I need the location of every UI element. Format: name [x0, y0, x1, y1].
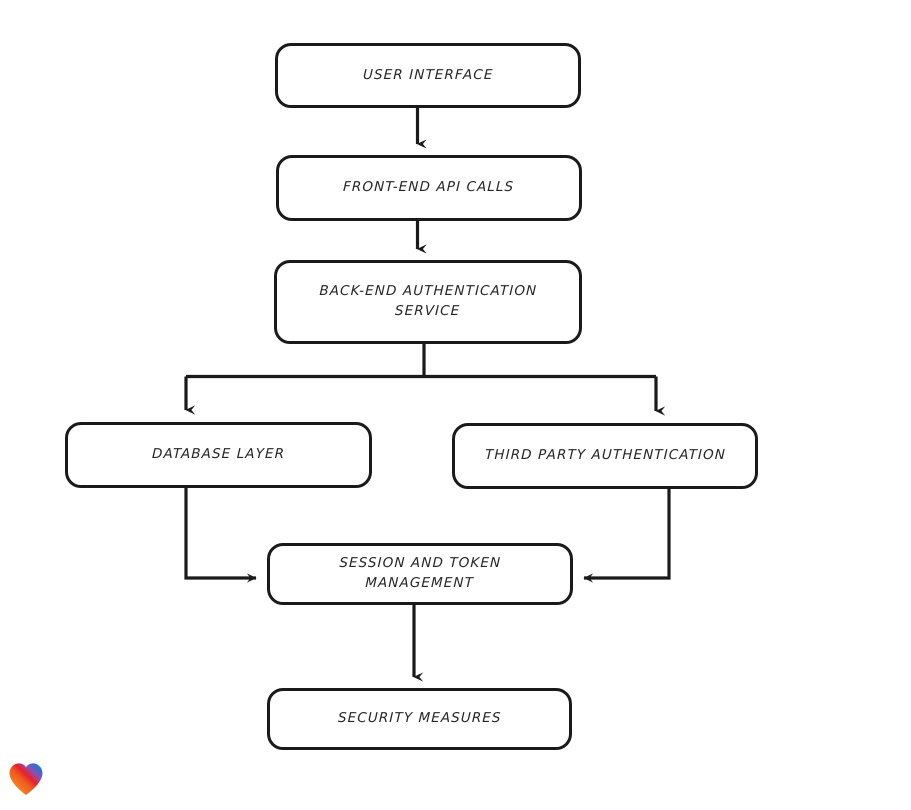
node-label-security-measures: Security Measures — [337, 710, 502, 727]
node-label-frontend-api-calls: Front-End API Calls — [343, 179, 515, 196]
node-third-party-auth[interactable]: Third Party Authentication — [452, 423, 758, 489]
node-frontend-api-calls[interactable]: Front-End API Calls — [276, 155, 582, 221]
node-label-backend-auth-service: Back-End Authentication Service — [319, 283, 538, 319]
heart-icon — [9, 763, 43, 795]
node-label-user-interface: User Interface — [362, 66, 494, 83]
node-backend-auth-service[interactable]: Back-End Authentication Service — [274, 260, 582, 344]
node-label-session-token-mgmt: Session and Token Management — [339, 555, 502, 591]
node-user-interface[interactable]: User Interface — [275, 43, 581, 108]
edge-database-to-session — [184, 488, 257, 583]
node-session-token-mgmt[interactable]: Session and Token Management — [267, 543, 573, 605]
node-label-database-layer: Database Layer — [151, 446, 286, 463]
node-label-third-party-auth: Third Party Authentication — [484, 447, 726, 464]
node-security-measures[interactable]: Security Measures — [267, 688, 572, 750]
node-database-layer[interactable]: Database Layer — [65, 422, 372, 488]
edge-thirdparty-to-session — [583, 489, 671, 583]
